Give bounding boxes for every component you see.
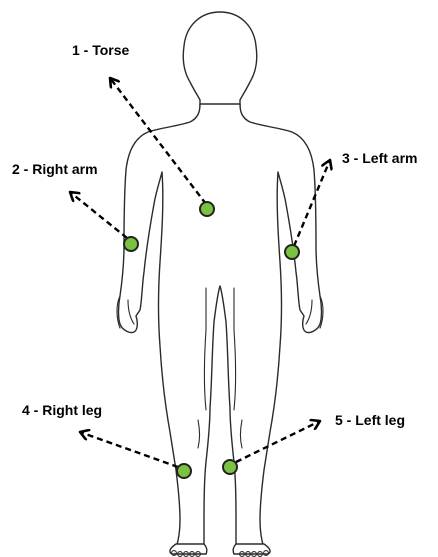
left-foot — [233, 544, 270, 556]
right-leg-label: 4 - Right leg — [22, 402, 102, 418]
right-leg-sensor-dot — [177, 464, 191, 478]
right-arm-label: 2 - Right arm — [12, 161, 98, 177]
right-arm-sensor-dot — [124, 237, 138, 251]
body-outline — [119, 104, 322, 548]
left-leg-label: 5 - Left leg — [335, 412, 405, 428]
left-arm-sensor-dot — [285, 245, 299, 259]
sensor-right-leg: 4 - Right leg — [22, 402, 191, 478]
head-outline — [183, 12, 257, 108]
left-arm-label: 3 - Left arm — [342, 150, 417, 166]
torse-sensor-dot — [200, 202, 214, 216]
right-foot — [170, 544, 207, 556]
right-arm-arrow — [70, 192, 127, 238]
left-leg-sensor-dot — [223, 460, 237, 474]
sensor-right-arm: 2 - Right arm — [12, 161, 138, 251]
right-leg-arrow — [80, 432, 178, 467]
human-body-figure — [117, 12, 323, 556]
torse-label: 1 - Torse — [72, 42, 130, 58]
